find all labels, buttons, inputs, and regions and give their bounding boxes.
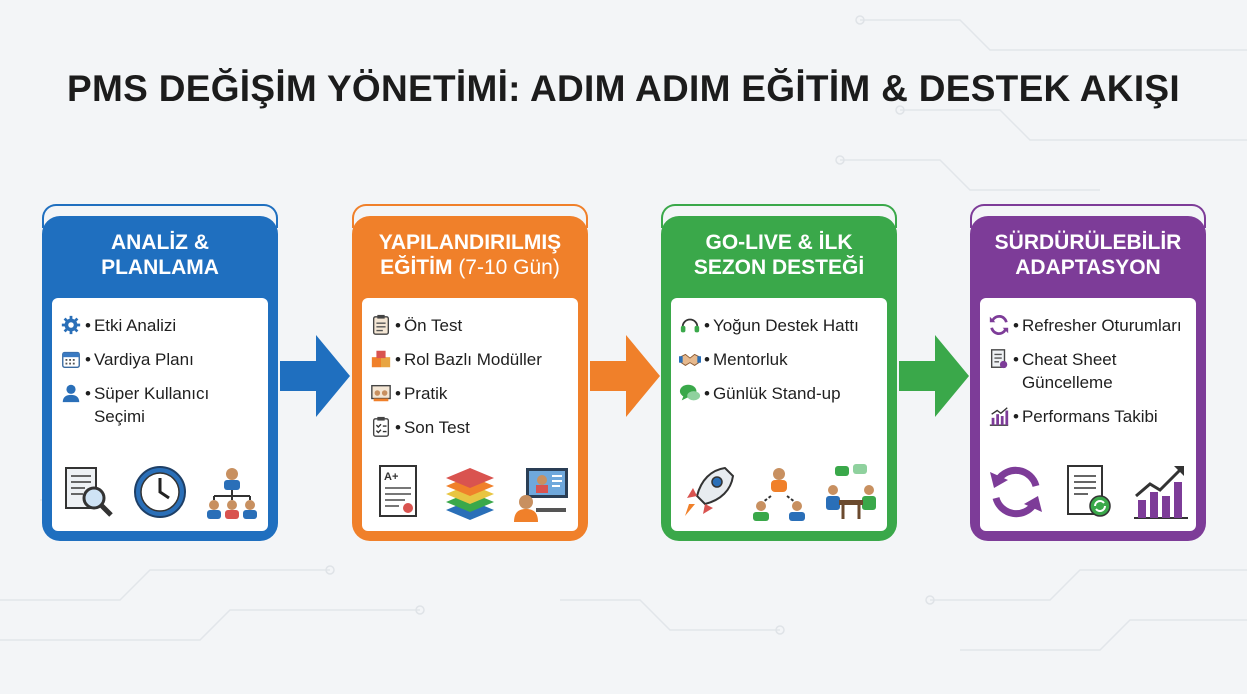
step-content-panel: •Etki Analizi •Vardiya Planı •Süper Kull…	[52, 298, 268, 531]
puzzle-icon	[371, 350, 391, 368]
step-card-adaptation: SÜRDÜRÜLEBİLİR ADAPTASYON •Refresher Otu…	[970, 204, 1206, 541]
step-title-duration: (7-10 Gün)	[458, 256, 560, 279]
card-top-arc	[42, 204, 278, 228]
document-edit-icon	[990, 349, 1008, 369]
step-card-analysis: ANALİZ & PLANLAMA •Etki Analizi •Vardiya…	[42, 204, 278, 541]
step-title-line1: SÜRDÜRÜLEBİLİR	[994, 231, 1182, 254]
list-item-label: Pratik	[403, 384, 448, 403]
step-content-panel: •Refresher Oturumları •Cheat Sheet Günce…	[980, 298, 1196, 531]
step-card-go-live: GO-LIVE & İLK SEZON DESTEĞİ •Yoğun Deste…	[661, 204, 897, 541]
step-content-panel: •Yoğun Destek Hattı •Mentorluk •Günlük S…	[671, 298, 887, 531]
layers-icon	[446, 468, 494, 520]
clock-icon	[134, 466, 186, 518]
list-item-label: Yoğun Destek Hattı	[712, 316, 859, 335]
online-training-icon	[514, 468, 568, 522]
list-item-label: Mentorluk	[712, 350, 788, 369]
list-item: •Mentorluk	[679, 348, 883, 371]
refresh-icon	[989, 314, 1009, 336]
bar-chart-icon	[989, 407, 1009, 426]
list-item: •Rol Bazlı Modüller	[370, 348, 574, 371]
step-title-line2: EĞİTİM	[380, 256, 453, 279]
card-top-arc	[661, 204, 897, 228]
mentoring-icon	[753, 468, 805, 521]
flow-arrow	[590, 335, 660, 417]
handshake-icon	[679, 353, 701, 366]
list-item: •Performans Takibi	[988, 405, 1192, 428]
team-hierarchy-icon	[207, 468, 257, 519]
list-item: •Etki Analizi	[60, 314, 264, 337]
user-icon	[62, 384, 80, 403]
list-item-label: Performans Takibi	[1021, 407, 1158, 426]
practice-icon	[371, 384, 391, 402]
list-item: •Pratik	[370, 382, 574, 405]
list-item: •Ön Test	[370, 314, 574, 337]
list-item-label: Rol Bazlı Modüller	[403, 350, 542, 369]
step-title: SÜRDÜRÜLEBİLİR ADAPTASYON	[970, 230, 1206, 280]
list-item-label: Etki Analizi	[93, 316, 177, 335]
chat-icon	[679, 384, 701, 401]
gear-icon	[61, 315, 81, 335]
list-item-label: Son Test	[403, 418, 470, 437]
list-item-label: Günlük Stand-up	[712, 384, 841, 403]
list-item: •Cheat Sheet Güncelleme	[988, 348, 1192, 394]
list-item: •Vardiya Planı	[60, 348, 264, 371]
rocket-icon	[685, 466, 735, 516]
flow-arrow	[899, 335, 969, 417]
step-title-line2: ADAPTASYON	[1015, 256, 1161, 279]
list-item: •Refresher Oturumları	[988, 314, 1192, 337]
card-top-arc	[970, 204, 1206, 228]
list-item: •Yoğun Destek Hattı	[679, 314, 883, 337]
growth-chart-icon	[1134, 466, 1188, 519]
svg-text:A+: A+	[384, 471, 398, 483]
page-title: PMS DEĞİŞİM YÖNETİMİ: ADIM ADIM EĞİTİM &…	[67, 68, 1180, 109]
flow-arrow	[280, 335, 350, 417]
list-item-label: Refresher Oturumları	[1021, 316, 1182, 335]
step-title: GO-LIVE & İLK SEZON DESTEĞİ	[661, 230, 897, 280]
list-item-label: Cheat Sheet Güncelleme	[1021, 350, 1117, 392]
step-title: ANALİZ & PLANLAMA	[42, 230, 278, 280]
step-title-line2: PLANLAMA	[101, 256, 219, 279]
clipboard-icon	[372, 314, 390, 335]
step-title: YAPILANDIRILMIŞ EĞİTİM (7-10 Gün)	[352, 230, 588, 280]
step-title-line1: GO-LIVE & İLK	[705, 231, 853, 254]
cycle-icon	[990, 466, 1042, 518]
step-title-line1: ANALİZ &	[111, 231, 209, 254]
list-item: •Süper Kullanıcı Seçimi	[60, 382, 264, 428]
meeting-icon	[826, 464, 876, 519]
step-card-training: YAPILANDIRILMIŞ EĞİTİM (7-10 Gün) •Ön Te…	[352, 204, 588, 541]
document-search-icon	[65, 467, 113, 517]
checklist-icon	[372, 416, 390, 437]
document-update-icon	[1067, 465, 1111, 517]
list-item-label: Süper Kullanıcı Seçimi	[93, 384, 210, 426]
calendar-icon	[62, 351, 80, 368]
list-item-label: Vardiya Planı	[93, 350, 194, 369]
step-content-panel: •Ön Test •Rol Bazlı Modüller •Pratik •So…	[362, 298, 578, 531]
graded-paper-icon: A+	[379, 465, 417, 517]
card-top-arc	[352, 204, 588, 228]
headset-icon	[680, 318, 700, 333]
step-title-line2: SEZON DESTEĞİ	[693, 256, 865, 279]
list-item: •Günlük Stand-up	[679, 382, 883, 405]
list-item: •Son Test	[370, 416, 574, 439]
step-title-line1: YAPILANDIRILMIŞ	[378, 231, 562, 254]
list-item-label: Ön Test	[403, 316, 463, 335]
